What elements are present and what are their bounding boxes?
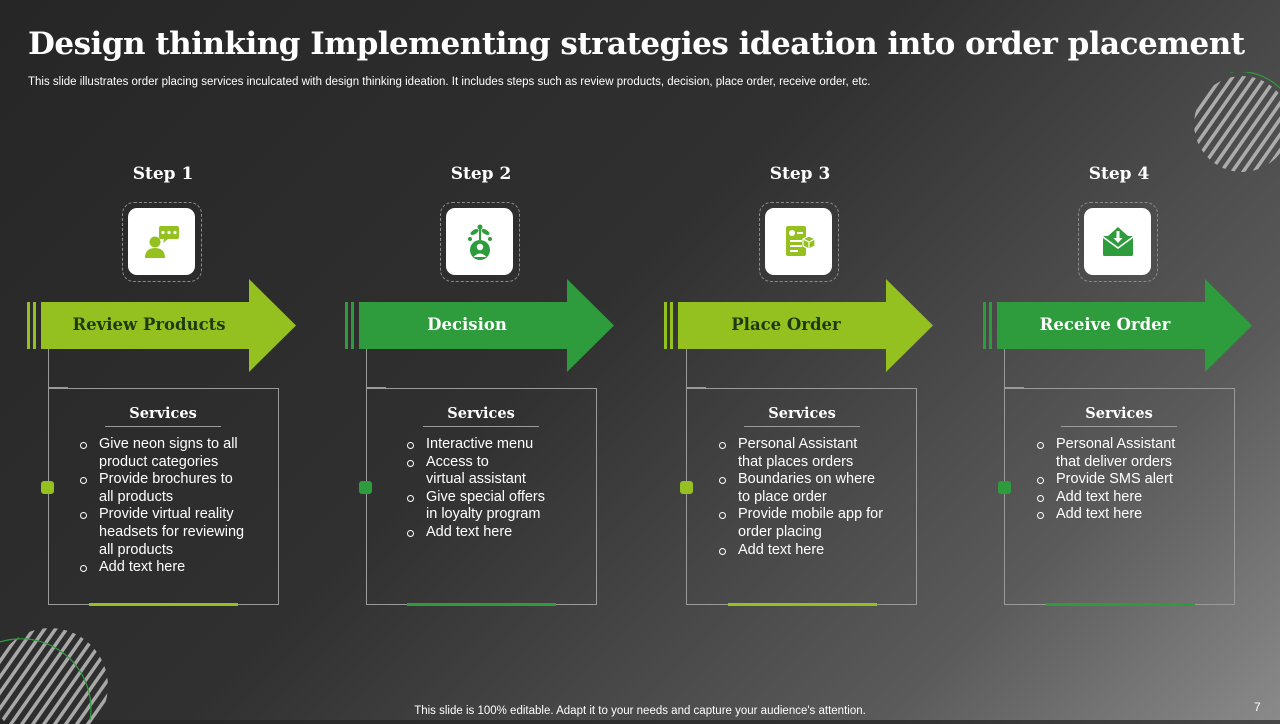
list-item: Provide SMS alert: [1036, 471, 1175, 489]
list-item: Add text here: [1036, 506, 1175, 524]
page-number: 7: [1254, 700, 1261, 714]
step-1-icon-frame: [122, 202, 202, 282]
envelope-download-icon: [1102, 226, 1133, 256]
list-item: Interactive menu: [406, 436, 545, 454]
step-4-accent-bar: [1046, 603, 1195, 606]
step-3-icon-tile: [765, 208, 832, 275]
slide-title: Design thinking Implementing strategies …: [28, 26, 1245, 62]
user-review-icon: [144, 225, 179, 258]
step-1-connector: [48, 349, 68, 388]
step-4-label: Step 4: [1088, 164, 1150, 184]
striped-circle-decoration: [1194, 72, 1280, 172]
step-4-title: Receive Order: [1039, 315, 1171, 334]
list-item: Add text here: [79, 559, 244, 577]
step-2-title: Decision: [427, 315, 507, 334]
step-4-node: [998, 481, 1011, 494]
step-4-services-title: Services: [1061, 405, 1177, 427]
list-item: Add text here: [718, 542, 883, 560]
step-4-arrow: Receive Order: [983, 279, 1253, 373]
step-2-arrow: Decision: [345, 279, 615, 373]
step-2-connector: [366, 349, 386, 388]
list-item: Add text here: [1036, 489, 1175, 507]
step-3-node: [680, 481, 693, 494]
step-2-accent-bar: [407, 603, 556, 606]
list-item: Add text here: [406, 524, 545, 542]
step-2-services-title: Services: [423, 405, 539, 427]
step-1-arrow: Review Products: [27, 279, 297, 373]
step-2-icon-tile: [446, 208, 513, 275]
step-2-node: [359, 481, 372, 494]
step-2-icon-frame: [440, 202, 520, 282]
step-4-icon-frame: [1078, 202, 1158, 282]
step-3-services-title: Services: [744, 405, 860, 427]
step-3-label: Step 3: [769, 164, 831, 184]
step-4-icon-tile: [1084, 208, 1151, 275]
step-3-icon-frame: [759, 202, 839, 282]
step-3-accent-bar: [728, 603, 877, 606]
step-1-accent-bar: [89, 603, 238, 606]
step-1-services-title: Services: [105, 405, 221, 427]
step-3-arrow: Place Order: [664, 279, 934, 373]
step-1-node: [41, 481, 54, 494]
step-3-connector: [686, 349, 706, 388]
step-2-label: Step 2: [450, 164, 512, 184]
slide-subtitle: This slide illustrates order placing ser…: [28, 76, 871, 88]
step-1-title: Review Products: [72, 315, 226, 334]
order-document-icon: [785, 225, 816, 256]
slide-footer: This slide is 100% editable. Adapt it to…: [414, 705, 866, 717]
step-3-title: Place Order: [731, 315, 841, 334]
step-1-label: Step 1: [132, 164, 194, 184]
step-4-connector: [1004, 349, 1024, 388]
step-1-icon-tile: [128, 208, 195, 275]
idea-head-icon: [467, 224, 492, 260]
striped-circle-decoration: [0, 628, 108, 724]
